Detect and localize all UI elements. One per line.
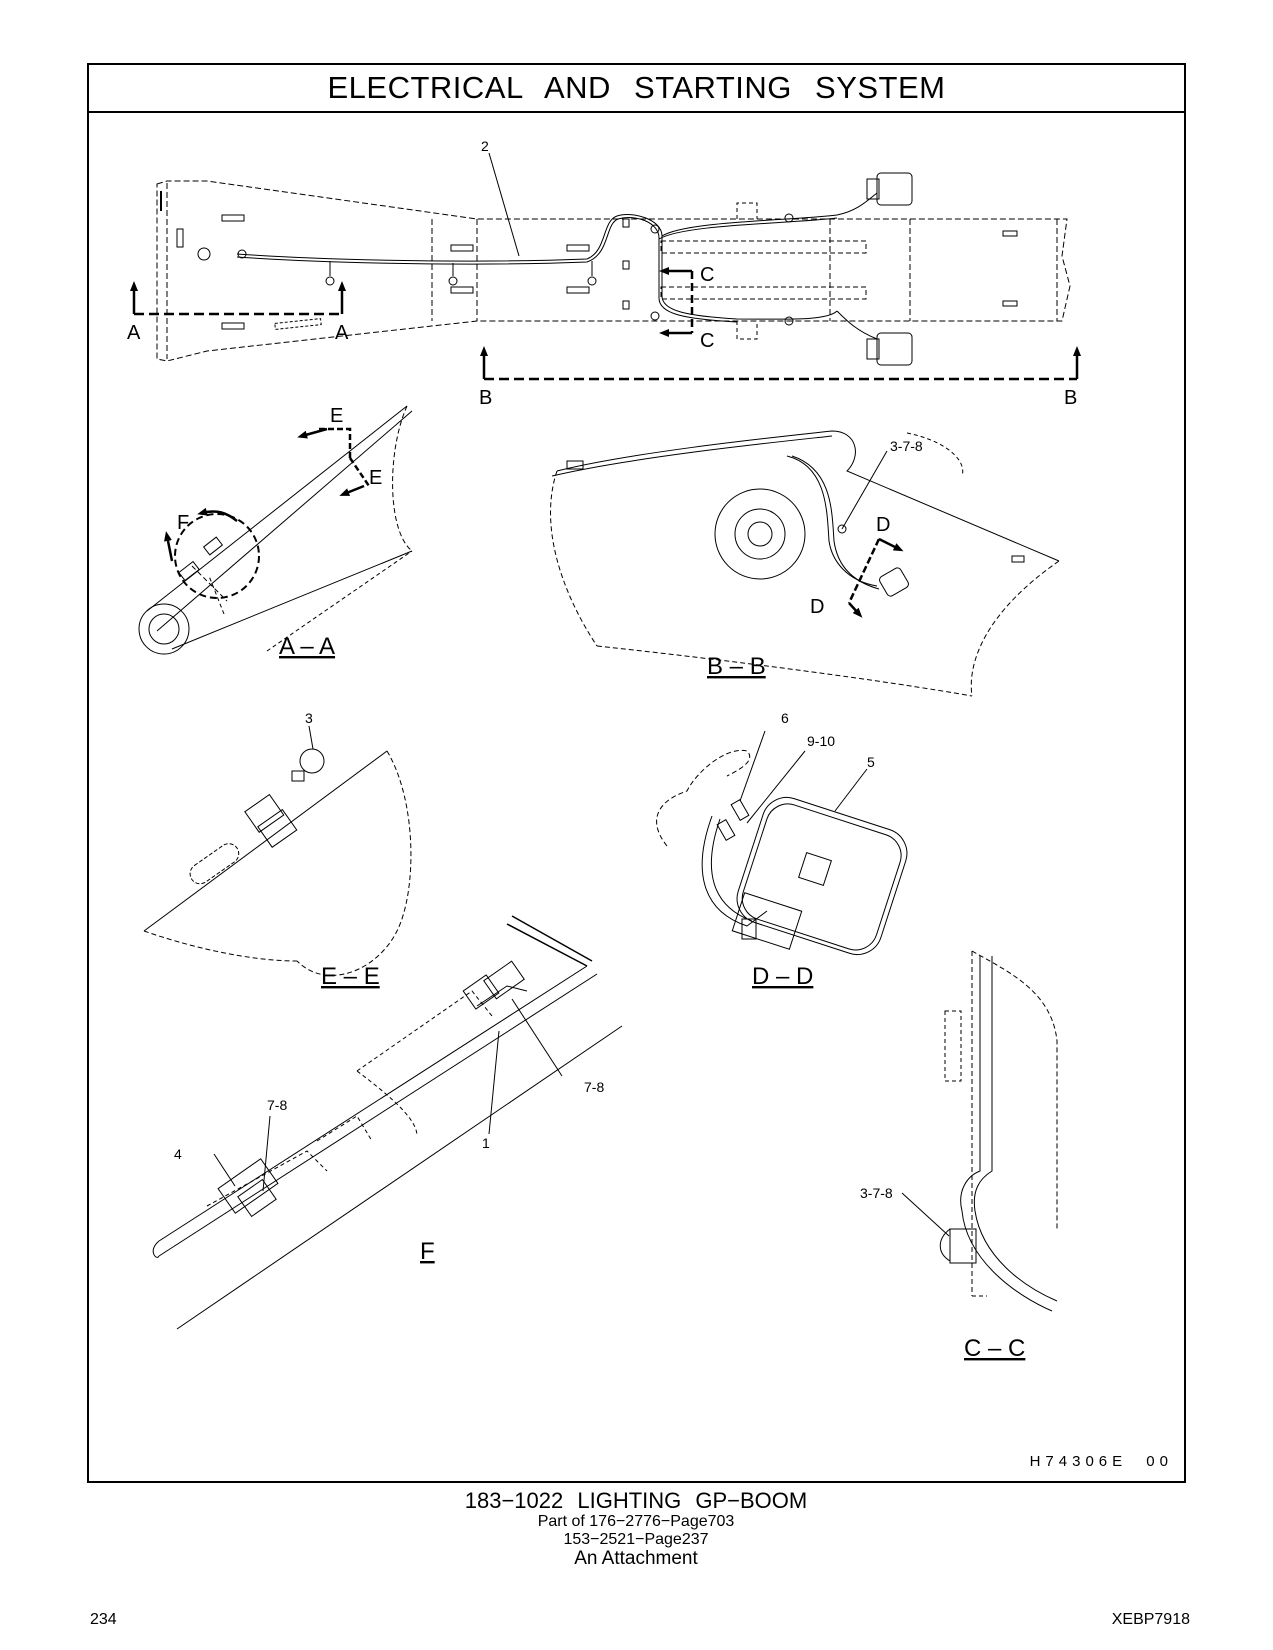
callout-3: 3	[305, 710, 313, 726]
caption-main: 183−1022 LIGHTING GP−BOOM	[464, 1488, 808, 1513]
marker-d-top: D	[876, 514, 890, 536]
section-d-label: D – D	[752, 963, 813, 990]
title-bar: ELECTRICAL AND STARTING SYSTEM	[89, 65, 1184, 113]
callout-3-7-8-c: 3-7-8	[860, 1185, 893, 1201]
drawing-code: H74306E 00	[1029, 1453, 1173, 1470]
page-title: ELECTRICAL AND STARTING SYSTEM	[327, 70, 946, 105]
callout-2: 2	[481, 138, 489, 154]
callout-5: 5	[867, 754, 875, 770]
callout-7-8-left: 7-8	[267, 1097, 287, 1113]
marker-f: F	[177, 512, 189, 534]
callout-6: 6	[781, 710, 789, 726]
section-b-label: B – B	[707, 653, 766, 680]
caption-line-2: 153−2521−Page237	[563, 1531, 709, 1548]
section-e-view	[143, 725, 412, 976]
drawing-frame: ELECTRICAL AND STARTING SYSTEM	[87, 63, 1186, 1483]
marker-b-right: B	[1064, 387, 1077, 409]
document-code: XEBP7918	[1111, 1611, 1190, 1628]
section-c-label: C – C	[964, 1335, 1025, 1362]
section-a-view	[138, 405, 413, 655]
parts-diagram: 2 A A C C B B E E F A – A 3-7-8 D D B – …	[127, 138, 1081, 1362]
page-number: 234	[90, 1611, 117, 1628]
caption-line-3: An Attachment	[574, 1548, 698, 1569]
marker-d-bottom: D	[810, 596, 824, 618]
marker-c-top: C	[700, 264, 714, 286]
boom-top-view	[130, 152, 1081, 381]
section-c-view	[901, 950, 1058, 1312]
callout-7-8-right: 7-8	[584, 1079, 604, 1095]
detail-f-label: F	[420, 1238, 435, 1265]
callout-4: 4	[174, 1146, 182, 1162]
marker-a-left: A	[127, 322, 141, 344]
callout-9-10: 9-10	[807, 733, 835, 749]
caption-line-1: Part of 176−2776−Page703	[537, 1513, 735, 1530]
callout-3-7-8-b: 3-7-8	[890, 438, 923, 454]
section-a-label: A – A	[279, 633, 335, 660]
marker-e-bottom: E	[369, 467, 382, 489]
marker-a-right: A	[335, 322, 349, 344]
marker-b-left: B	[479, 387, 492, 409]
callout-1: 1	[482, 1135, 490, 1151]
section-d-view	[656, 730, 908, 955]
detail-f-view	[152, 915, 623, 1330]
marker-c-bottom: C	[700, 330, 714, 352]
section-b-view	[550, 430, 1060, 697]
marker-e-top: E	[330, 405, 343, 427]
section-e-label: E – E	[321, 963, 380, 990]
